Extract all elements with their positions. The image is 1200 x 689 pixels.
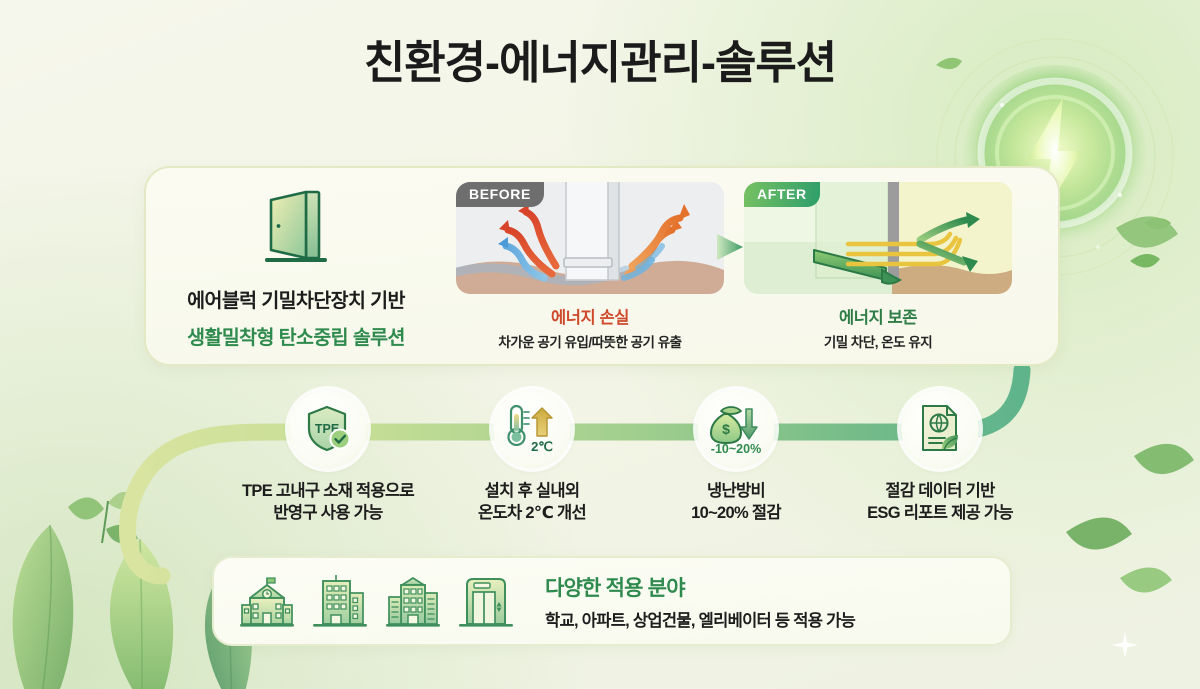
elevator-icon xyxy=(459,578,513,627)
right-arrow-icon xyxy=(717,234,743,260)
svg-text:$: $ xyxy=(722,421,730,437)
feature-label: TPE 고내구 소재 적용으로 반영구 사용 가능 xyxy=(228,481,428,525)
after-illustration: AFTER xyxy=(744,182,1012,294)
feature-label: 절감 데이터 기반 ESG 리포트 제공 가능 xyxy=(840,481,1040,525)
feature-label-line1: 냉난방비 xyxy=(707,482,766,500)
feature-tpe: TPE TPE 고내구 소재 적용으로 반영구 사용 가능 xyxy=(228,390,428,525)
applications-title: 다양한 적용 분야 xyxy=(545,576,686,600)
svg-text:-10~20%: -10~20% xyxy=(711,442,761,455)
school-building-icon xyxy=(240,577,294,627)
feature-icon-wrap: $ -10~20% xyxy=(697,390,775,468)
feature-cost-saving: $ -10~20% 냉난방비 10~20% 절감 xyxy=(636,390,836,525)
feature-label-line1: 설치 후 실내외 xyxy=(484,482,580,500)
feature-label-line2: 반영구 사용 가능 xyxy=(273,503,383,522)
hero-lead-block: 에어블럭 기밀차단장치 기반 생활밀착형 탄소중립 솔루션 xyxy=(146,168,446,364)
before-badge: BEFORE xyxy=(456,182,544,207)
svg-text:2℃: 2℃ xyxy=(531,439,553,454)
feature-esg-report: 절감 데이터 기반 ESG 리포트 제공 가능 xyxy=(840,390,1040,525)
connector-ribbon xyxy=(119,366,1031,585)
before-panel: BEFORE 에너지 손실 차가운 공기 유입/따뜻한 공기 유출 xyxy=(446,168,743,364)
tpe-shield-check-icon: TPE xyxy=(307,405,351,452)
after-caption-sub: 기밀 차단, 온도 유지 xyxy=(823,335,933,350)
esg-report-leaf-icon xyxy=(922,405,958,451)
feature-label-line2: ESG 리포트 제공 가능 xyxy=(867,503,1013,522)
feature-icon-wrap xyxy=(901,390,979,468)
before-caption-main: 에너지 손실 xyxy=(550,309,630,327)
feature-icon-wrap: TPE xyxy=(289,390,367,468)
feature-label-line2: 온도차 2℃ 개선 xyxy=(478,503,587,522)
open-door-icon xyxy=(265,190,327,262)
hero-line-1: 에어블럭 기밀차단장치 기반 xyxy=(187,290,405,312)
applications-text: 다양한 적용 분야 학교, 아파트, 상업건물, 엘리베이터 등 적용 가능 xyxy=(545,572,856,631)
feature-label: 냉난방비 10~20% 절감 xyxy=(636,481,836,525)
applications-card: 다양한 적용 분야 학교, 아파트, 상업건물, 엘리베이터 등 적용 가능 xyxy=(212,556,1012,646)
hero-card: 에어블럭 기밀차단장치 기반 생활밀착형 탄소중립 솔루션 xyxy=(144,166,1060,366)
feature-icon-wrap: 2℃ xyxy=(493,390,571,468)
feature-label-line2: 10~20% 절감 xyxy=(691,503,781,522)
after-panel: AFTER 에너지 보존 기밀 차단, 온도 유지 xyxy=(734,168,1022,364)
after-badge: AFTER xyxy=(744,182,820,207)
apartment-building-icon xyxy=(313,575,367,627)
thermometer-up-arrow-icon: 2℃ xyxy=(507,404,553,454)
feature-label-line1: TPE 고내구 소재 적용으로 xyxy=(242,482,415,500)
feature-temperature: 2℃ 설치 후 실내외 온도차 2℃ 개선 xyxy=(432,390,632,525)
application-icons xyxy=(240,573,513,629)
feature-label: 설치 후 실내외 온도차 2℃ 개선 xyxy=(432,481,632,525)
before-illustration: BEFORE xyxy=(456,182,724,294)
money-bag-down-arrow-icon: $ -10~20% xyxy=(709,406,761,455)
after-caption-main: 에너지 보존 xyxy=(838,309,918,327)
page-title: 친환경-에너지관리-솔루션 xyxy=(363,37,837,88)
feature-label-line1: 절감 데이터 기반 xyxy=(885,482,995,500)
applications-subtitle: 학교, 아파트, 상업건물, 엘리베이터 등 적용 가능 xyxy=(545,611,856,630)
commercial-building-icon xyxy=(386,577,440,627)
before-caption-sub: 차가운 공기 유입/따뜻한 공기 유출 xyxy=(498,335,682,350)
sparkle-icon xyxy=(1112,632,1138,658)
hero-line-2: 생활밀착형 탄소중립 솔루션 xyxy=(187,327,405,349)
